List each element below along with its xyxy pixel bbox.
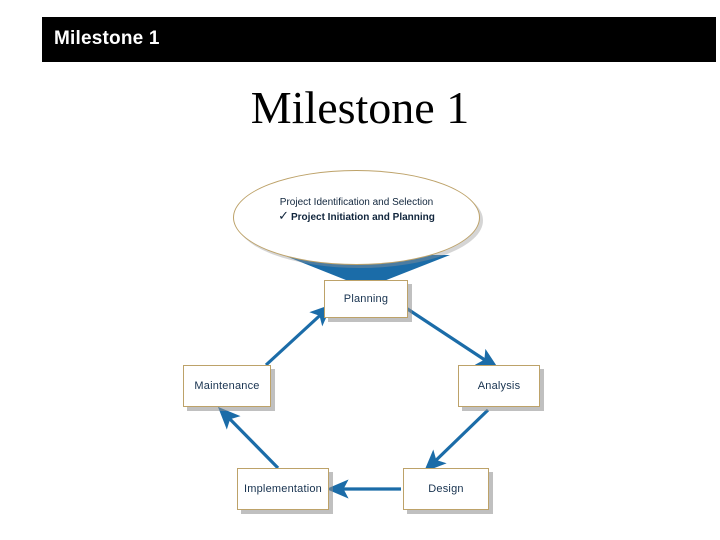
milestone-ellipse-text: Project Identification and Selection ✓Pr…	[233, 196, 480, 225]
phase-label-implementation: Implementation	[243, 483, 322, 495]
phase-box-design[interactable]: Design	[403, 468, 489, 510]
phase-label-maintenance: Maintenance	[194, 380, 260, 392]
connector-implementation-to-maintenance	[217, 406, 280, 470]
sdlc-cycle-diagram: Project Identification and Selection ✓Pr…	[150, 160, 570, 530]
milestone-line-2-row: ✓Project Initiation and Planning	[233, 210, 480, 225]
milestone-ellipse	[233, 170, 480, 265]
phase-box-analysis[interactable]: Analysis	[458, 365, 540, 407]
phase-label-design: Design	[428, 483, 464, 495]
milestone-line-2: Project Initiation and Planning	[291, 212, 435, 223]
check-icon: ✓	[278, 209, 289, 224]
phase-box-planning[interactable]: Planning	[324, 280, 408, 318]
page-title: Milestone 1	[250, 82, 470, 133]
connector-maintenance-to-planning	[264, 304, 333, 367]
phase-box-maintenance[interactable]: Maintenance	[183, 365, 271, 407]
connector-planning-to-analysis	[405, 306, 499, 370]
title-banner-label: Milestone 1	[54, 28, 160, 49]
milestone-line-1: Project Identification and Selection	[279, 197, 434, 208]
phase-box-implementation[interactable]: Implementation	[237, 468, 329, 510]
phase-label-planning: Planning	[343, 293, 389, 305]
title-banner: Milestone 1	[42, 17, 716, 62]
connector-analysis-to-design	[423, 408, 490, 473]
phase-label-analysis: Analysis	[477, 380, 521, 392]
